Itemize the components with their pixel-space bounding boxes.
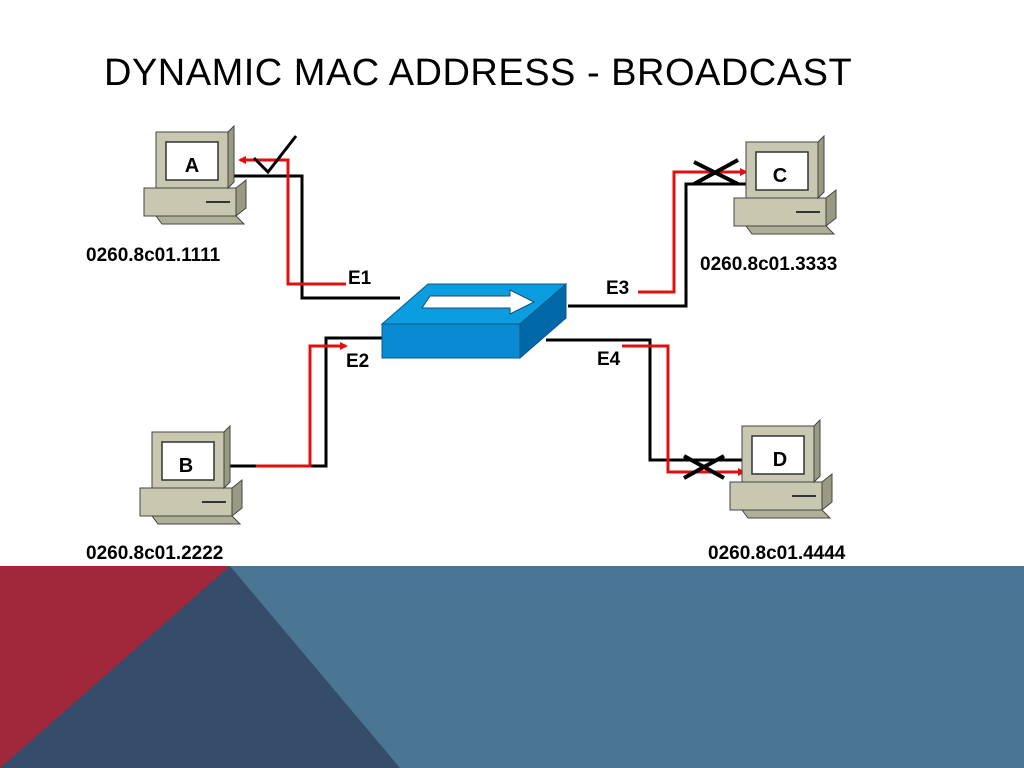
port-e1-label: E1	[348, 268, 372, 289]
computer-icon	[733, 134, 837, 235]
switch-icon	[380, 282, 568, 360]
footer-band	[0, 566, 1024, 768]
cable-a	[230, 174, 400, 300]
cross-icon	[693, 158, 739, 186]
frame-path-e4-d	[622, 344, 746, 476]
check-icon	[252, 135, 298, 175]
port-e2-label: E2	[346, 351, 370, 372]
host-b-mac: 0260.8c01.2222	[86, 543, 224, 564]
host-c-mac: 0260.8c01.3333	[700, 254, 838, 275]
switch-arrow-icon	[421, 289, 536, 315]
computer-icon	[729, 418, 833, 519]
computer-icon	[143, 124, 247, 225]
host-c-label: C	[772, 165, 788, 187]
frame-path-e1-a	[238, 156, 346, 286]
host-b-label: B	[178, 455, 194, 477]
slide-title: DYNAMIC MAC ADDRESS - BROADCAST	[104, 52, 853, 94]
computer-icon	[139, 424, 243, 525]
host-a-label: A	[184, 155, 200, 177]
host-a-mac: 0260.8c01.1111	[86, 245, 221, 266]
cross-icon	[683, 454, 725, 480]
host-d-mac: 0260.8c01.4444	[708, 543, 846, 564]
cable-c	[568, 182, 748, 308]
cable-d	[546, 338, 748, 462]
frame-path-b-e2	[256, 342, 348, 468]
port-e4-label: E4	[597, 349, 621, 370]
port-e3-label: E3	[606, 278, 630, 299]
host-d-label: D	[772, 449, 788, 471]
